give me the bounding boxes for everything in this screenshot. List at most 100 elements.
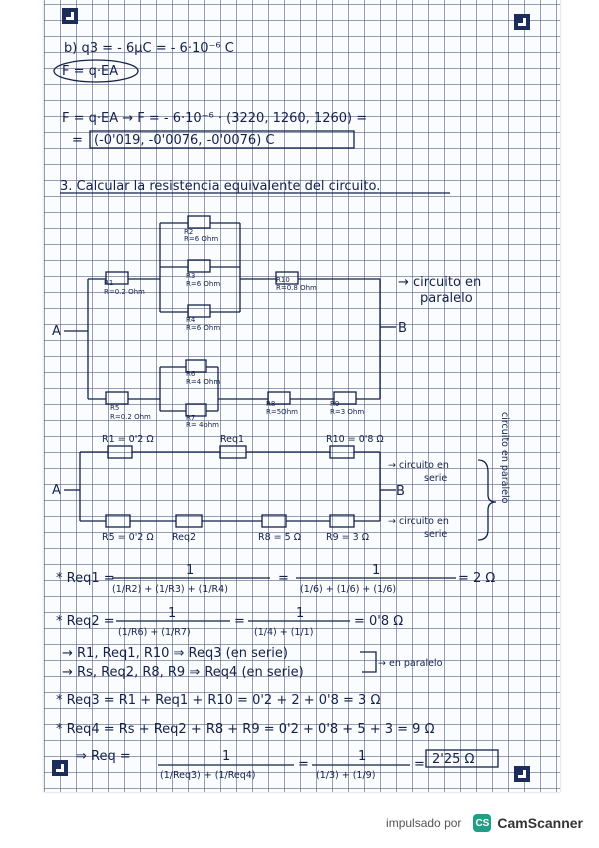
- brace-icon: [477, 459, 497, 541]
- text-force-calc: F = q·EA → F = - 6·10⁻⁶ · (3220, 1260, 1…: [62, 111, 367, 126]
- scan-marker-bottom-right-icon: [514, 766, 530, 782]
- label-req2: Req2: [172, 532, 196, 543]
- text-req2-result: = 0'8 Ω: [354, 614, 403, 629]
- resistor-r6: [185, 359, 207, 373]
- label-node-b: B: [398, 321, 407, 336]
- text-circuit-series-bottom-1: → circuito en: [388, 516, 449, 527]
- text-req-lhs: ⇒ Req =: [76, 749, 131, 764]
- label-r7: R7: [186, 414, 195, 422]
- text-req1-num2: 1: [372, 563, 380, 578]
- text-equals: =: [72, 133, 83, 148]
- label-r8: R8: [266, 400, 275, 408]
- label-r9-simplified: R9 = 3 Ω: [326, 532, 369, 543]
- text-req1-num1: 1: [186, 563, 194, 578]
- hook-arrow-icon: [360, 651, 377, 673]
- circuit-diagram-1: [64, 215, 396, 417]
- text-section-3: 3. Calcular la resistencia equivalente d…: [60, 179, 380, 194]
- text-series-1: → R1, Req1, R10 ⇒ Req3 (en serie): [62, 646, 288, 661]
- resistor-r8-simplified: [261, 514, 287, 528]
- label-r3: R3: [186, 272, 195, 280]
- text-req2-num1: 1: [168, 606, 176, 621]
- text-circuit-parallel-side: circuito en paralelo: [499, 412, 510, 504]
- label-node-a-2: A: [52, 483, 61, 498]
- text-req1-result: = 2 Ω: [458, 571, 495, 586]
- label-r1: R1: [104, 279, 113, 287]
- label-r1-simplified: R1 = 0'2 Ω: [102, 434, 154, 445]
- text-circuit-parallel-2: paralelo: [420, 291, 473, 306]
- label-r5: R5: [110, 404, 119, 412]
- result-box: [89, 130, 355, 149]
- text-req2-lhs: * Req2 =: [56, 614, 115, 629]
- label-r7-value: R= 4ohm: [186, 421, 219, 429]
- text-req2-eq: =: [234, 614, 245, 629]
- text-q3: b) q3 = - 6μC = - 6·10⁻⁶ C: [64, 41, 234, 56]
- label-r10-value: R=0.8 Ohm: [276, 284, 317, 292]
- label-r6: R6: [186, 370, 196, 378]
- text-req3: * Req3 = R1 + Req1 + R10 = 0'2 + 2 + 0'8…: [56, 693, 380, 708]
- resistor-r9: [333, 391, 357, 405]
- scan-marker-bottom-left-icon: [52, 760, 68, 776]
- label-r6-value: R=4 Ohm: [186, 378, 220, 386]
- text-req-den1: (1/Req3) + (1/Req4): [160, 770, 256, 781]
- resistor-r8: [267, 391, 291, 405]
- text-req1-lhs: * Req1 =: [56, 571, 115, 586]
- text-circuit-parallel-1: → circuito en: [398, 275, 481, 290]
- text-circuit-series-top-1: → circuito en: [388, 460, 449, 471]
- resistor-r1: [105, 271, 129, 285]
- text-series-2: → Rs, Req2, R8, R9 ⇒ Req4 (en serie): [62, 665, 304, 680]
- text-req2-num2: 1: [296, 606, 304, 621]
- resistor-r10: [275, 271, 299, 285]
- label-r9-value: R=3 Ohm: [330, 408, 364, 416]
- text-req-num2: 1: [358, 749, 366, 764]
- text-req-num1: 1: [222, 749, 230, 764]
- text-req2-den2: (1/4) + (1/1): [254, 627, 313, 638]
- resistor-r5-simplified: [105, 514, 131, 528]
- resistor-r3: [187, 259, 211, 273]
- notebook-page: [44, 0, 560, 792]
- text-req-eq1: =: [298, 757, 309, 772]
- label-r8-simplified: R8 = 5 Ω: [258, 532, 301, 543]
- text-req1-den2: (1/6) + (1/6) + (1/6): [300, 584, 396, 595]
- label-r4: R4: [186, 316, 196, 324]
- scan-marker-top-right-icon: [514, 14, 530, 30]
- label-r1-value: R=0.2 Ohm: [104, 288, 145, 296]
- powered-by-label: impulsado por: [386, 816, 462, 830]
- text-circuit-series-bottom-2: serie: [424, 529, 447, 540]
- text-req-result: 2'25 Ω: [432, 752, 475, 767]
- text-parallel-note: → en paralelo: [378, 658, 443, 669]
- label-r5-value: R=0.2 Ohm: [110, 413, 151, 421]
- resistor-r5: [105, 391, 129, 405]
- resistor-r2: [187, 215, 211, 229]
- text-req2-den1: (1/R6) + (1/R7): [118, 627, 191, 638]
- text-req1-eq: =: [278, 571, 289, 586]
- circuit-diagram-2: [64, 445, 497, 541]
- label-req1: Req1: [220, 434, 244, 445]
- resistor-r10-simplified: [329, 445, 355, 459]
- resistor-req2: [175, 514, 203, 528]
- text-force-result: (-0'019, -0'0076, -0'0076) C: [94, 133, 274, 148]
- label-r2: R2: [184, 228, 193, 236]
- label-r3-value: R=6 Ohm: [186, 280, 220, 288]
- resistor-req1: [219, 445, 247, 459]
- label-r4-value: R=6 Ohm: [186, 324, 220, 332]
- camscanner-brand: CamScanner: [497, 815, 583, 831]
- text-req-eq2: =: [414, 757, 425, 772]
- resistor-r7: [185, 403, 207, 417]
- label-r9: R9: [330, 400, 339, 408]
- label-r5-simplified: R5 = 0'2 Ω: [102, 532, 154, 543]
- scan-marker-top-left-icon: [62, 8, 78, 24]
- scanner-footer: impulsado por CS CamScanner: [0, 808, 599, 838]
- label-node-a: A: [52, 324, 61, 339]
- label-r10-simplified: R10 = 0'8 Ω: [326, 434, 384, 445]
- formula-circle: [53, 59, 139, 83]
- camscanner-logo-icon: CS: [473, 814, 492, 832]
- resistor-r1-simplified: [107, 445, 133, 459]
- text-req4: * Req4 = Rs + Req2 + R8 + R9 = 0'2 + 0'8…: [56, 722, 435, 737]
- text-req-den2: (1/3) + (1/9): [316, 770, 375, 781]
- resistor-r4: [187, 304, 211, 318]
- text-circuit-series-top-2: serie: [424, 473, 447, 484]
- resistor-r9-simplified: [329, 514, 355, 528]
- label-node-b-2: B: [396, 484, 405, 499]
- label-r2-value: R=6 Ohm: [184, 235, 218, 243]
